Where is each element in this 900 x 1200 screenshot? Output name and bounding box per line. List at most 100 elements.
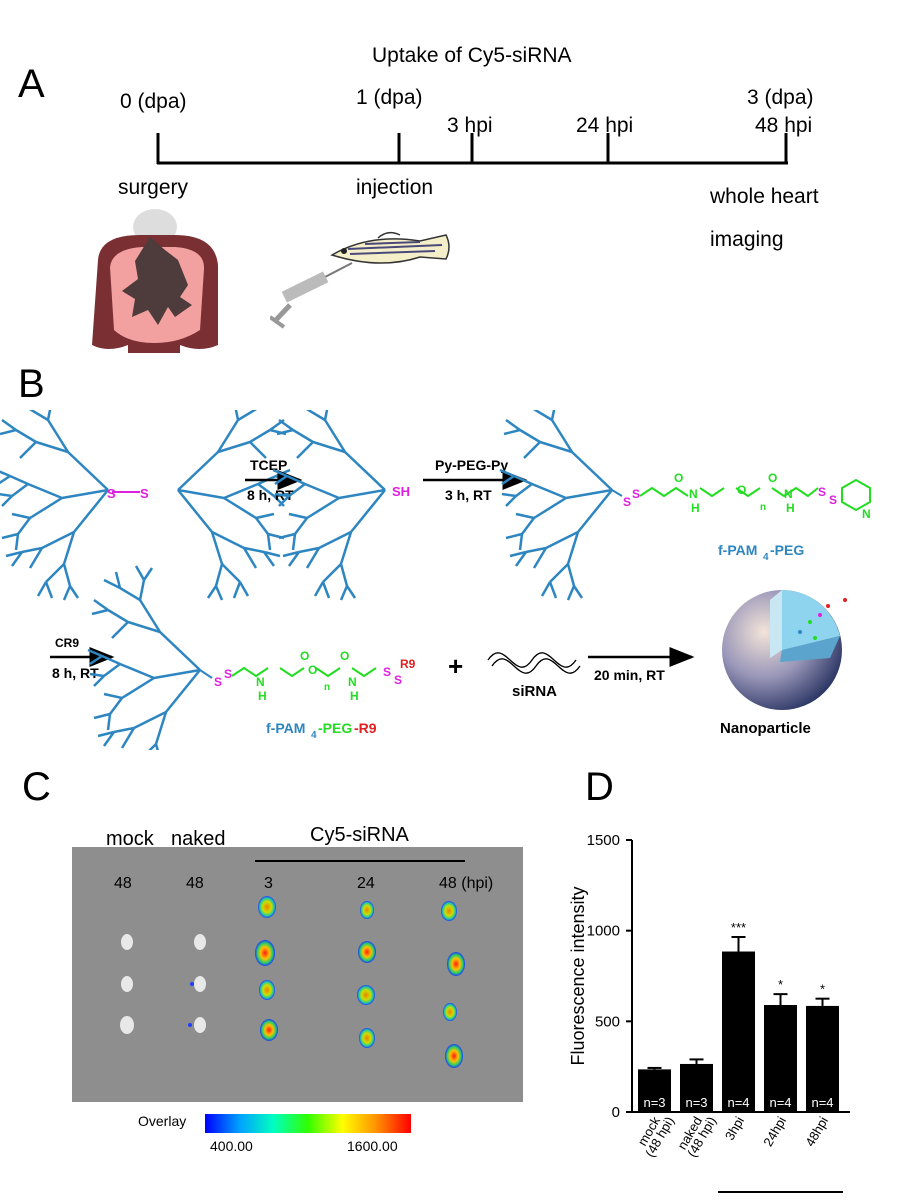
panel-letter-c: C xyxy=(22,765,51,809)
bar xyxy=(680,1063,713,1112)
svg-text:4: 4 xyxy=(311,730,317,741)
svg-text:CR9: CR9 xyxy=(55,636,79,650)
svg-text:H: H xyxy=(350,689,359,703)
bar xyxy=(722,951,755,1112)
heart-signals xyxy=(72,847,523,1102)
svg-text:S: S xyxy=(214,675,222,689)
label-naked: naked xyxy=(171,828,226,850)
label-imaging: imaging xyxy=(710,228,784,251)
y-tick-label: 1500 xyxy=(587,832,620,849)
panel-letter-a: A xyxy=(18,62,45,106)
svg-text:N: N xyxy=(689,487,698,501)
svg-text:4: 4 xyxy=(763,552,769,563)
tick-0dpa: 0 (dpa) xyxy=(120,90,187,113)
label-cy5-sirna: Cy5-siRNA xyxy=(310,824,409,846)
x-tick-label: 48hpi xyxy=(802,1114,831,1149)
svg-text:-R9: -R9 xyxy=(354,720,377,736)
svg-text:SH: SH xyxy=(392,484,410,499)
svg-text:S: S xyxy=(818,485,826,499)
n-label: n=4 xyxy=(811,1095,833,1110)
svg-text:R9: R9 xyxy=(400,657,416,671)
svg-text:20 min, RT: 20 min, RT xyxy=(594,667,665,683)
tick-1dpa: 1 (dpa) xyxy=(356,86,423,109)
svg-text:H: H xyxy=(786,501,795,515)
svg-text:S: S xyxy=(383,665,391,679)
svg-text:8 h, RT: 8 h, RT xyxy=(247,487,294,503)
svg-text:f-PAM: f-PAM xyxy=(718,542,757,558)
y-axis-label: Fluorescence intensity xyxy=(568,886,588,1065)
panel-letter-b: B xyxy=(18,362,45,406)
svg-text:siRNA: siRNA xyxy=(512,683,557,700)
y-tick-label: 0 xyxy=(612,1104,620,1121)
svg-text:Py-PEG-Py: Py-PEG-Py xyxy=(435,457,508,473)
heart-illustration xyxy=(92,209,218,353)
svg-text:n: n xyxy=(760,502,766,513)
svg-text:N: N xyxy=(256,675,265,689)
svg-text:S: S xyxy=(623,495,631,509)
svg-text:N: N xyxy=(784,487,793,501)
label-whole-heart: whole heart xyxy=(710,185,819,208)
n-label: n=3 xyxy=(643,1095,665,1110)
colorbar-max: 1600.00 xyxy=(347,1138,398,1154)
svg-text:+: + xyxy=(448,651,463,681)
svg-text:f-PAM: f-PAM xyxy=(266,720,305,736)
bar xyxy=(806,1005,839,1112)
svg-text:S: S xyxy=(829,493,837,507)
n-label: n=4 xyxy=(769,1095,791,1110)
timeline-axis xyxy=(156,133,788,165)
colorbar xyxy=(205,1114,411,1133)
time-label-3: 3 xyxy=(264,875,273,892)
x-tick-label: 24hpi xyxy=(760,1114,789,1149)
time-label-24: 24 xyxy=(357,875,375,892)
significance-marker: *** xyxy=(731,920,746,935)
panel-letter-d: D xyxy=(585,765,614,809)
svg-text:O: O xyxy=(308,663,317,677)
n-label: n=3 xyxy=(685,1095,707,1110)
svg-text:O: O xyxy=(300,649,309,663)
svg-text:S: S xyxy=(224,667,232,681)
svg-text:n: n xyxy=(324,682,330,693)
time-label-naked: 48 xyxy=(186,875,204,892)
svg-text:O: O xyxy=(768,471,777,485)
bar xyxy=(638,1069,671,1112)
y-tick-label: 500 xyxy=(595,1013,620,1030)
svg-text:O: O xyxy=(737,483,746,497)
svg-text:N: N xyxy=(348,675,357,689)
svg-text:Nanoparticle: Nanoparticle xyxy=(720,720,811,737)
tick-3dpa: 3 (dpa) xyxy=(747,86,814,109)
svg-text:H: H xyxy=(258,689,267,703)
svg-text:S: S xyxy=(107,486,116,501)
svg-text:H: H xyxy=(691,501,700,515)
panel-a-title: Uptake of Cy5-siRNA xyxy=(372,44,572,67)
scheme-panel-b: S S TCEP 8 h, RT SH Py-PEG-Py 3 h, RT S … xyxy=(0,410,871,750)
significance-marker: * xyxy=(778,977,783,992)
colorbar-label: Overlay xyxy=(138,1113,187,1129)
bar xyxy=(764,1005,797,1112)
svg-text:8 h, RT: 8 h, RT xyxy=(52,665,99,681)
fluorescence-image xyxy=(72,847,523,1102)
fish-syringe-illustration xyxy=(270,231,450,329)
colorbar-min: 400.00 xyxy=(210,1138,253,1154)
tick-24hpi: 24 hpi xyxy=(576,114,634,137)
svg-text:TCEP: TCEP xyxy=(250,457,287,473)
x-tick-label: 3hpi xyxy=(722,1114,747,1143)
svg-text:O: O xyxy=(674,471,683,485)
y-tick-label: 1000 xyxy=(587,923,620,940)
label-mock: mock xyxy=(106,828,154,850)
svg-text:S: S xyxy=(140,486,149,501)
svg-text:O: O xyxy=(340,649,349,663)
cy5-group-line xyxy=(255,860,465,862)
time-label-48: 48 (hpi) xyxy=(439,875,494,892)
significance-marker: * xyxy=(820,982,825,997)
n-label: n=4 xyxy=(727,1095,749,1110)
svg-text:N: N xyxy=(862,507,871,521)
tick-3hpi: 3 hpi xyxy=(447,114,493,137)
tick-48hpi: 48 hpi xyxy=(755,114,813,137)
label-injection: injection xyxy=(356,176,434,199)
svg-text:-PEG: -PEG xyxy=(770,542,804,558)
svg-text:3 h, RT: 3 h, RT xyxy=(445,487,492,503)
label-surgery: surgery xyxy=(118,176,189,199)
time-label-mock: 48 xyxy=(114,875,132,892)
svg-text:-PEG: -PEG xyxy=(318,720,352,736)
